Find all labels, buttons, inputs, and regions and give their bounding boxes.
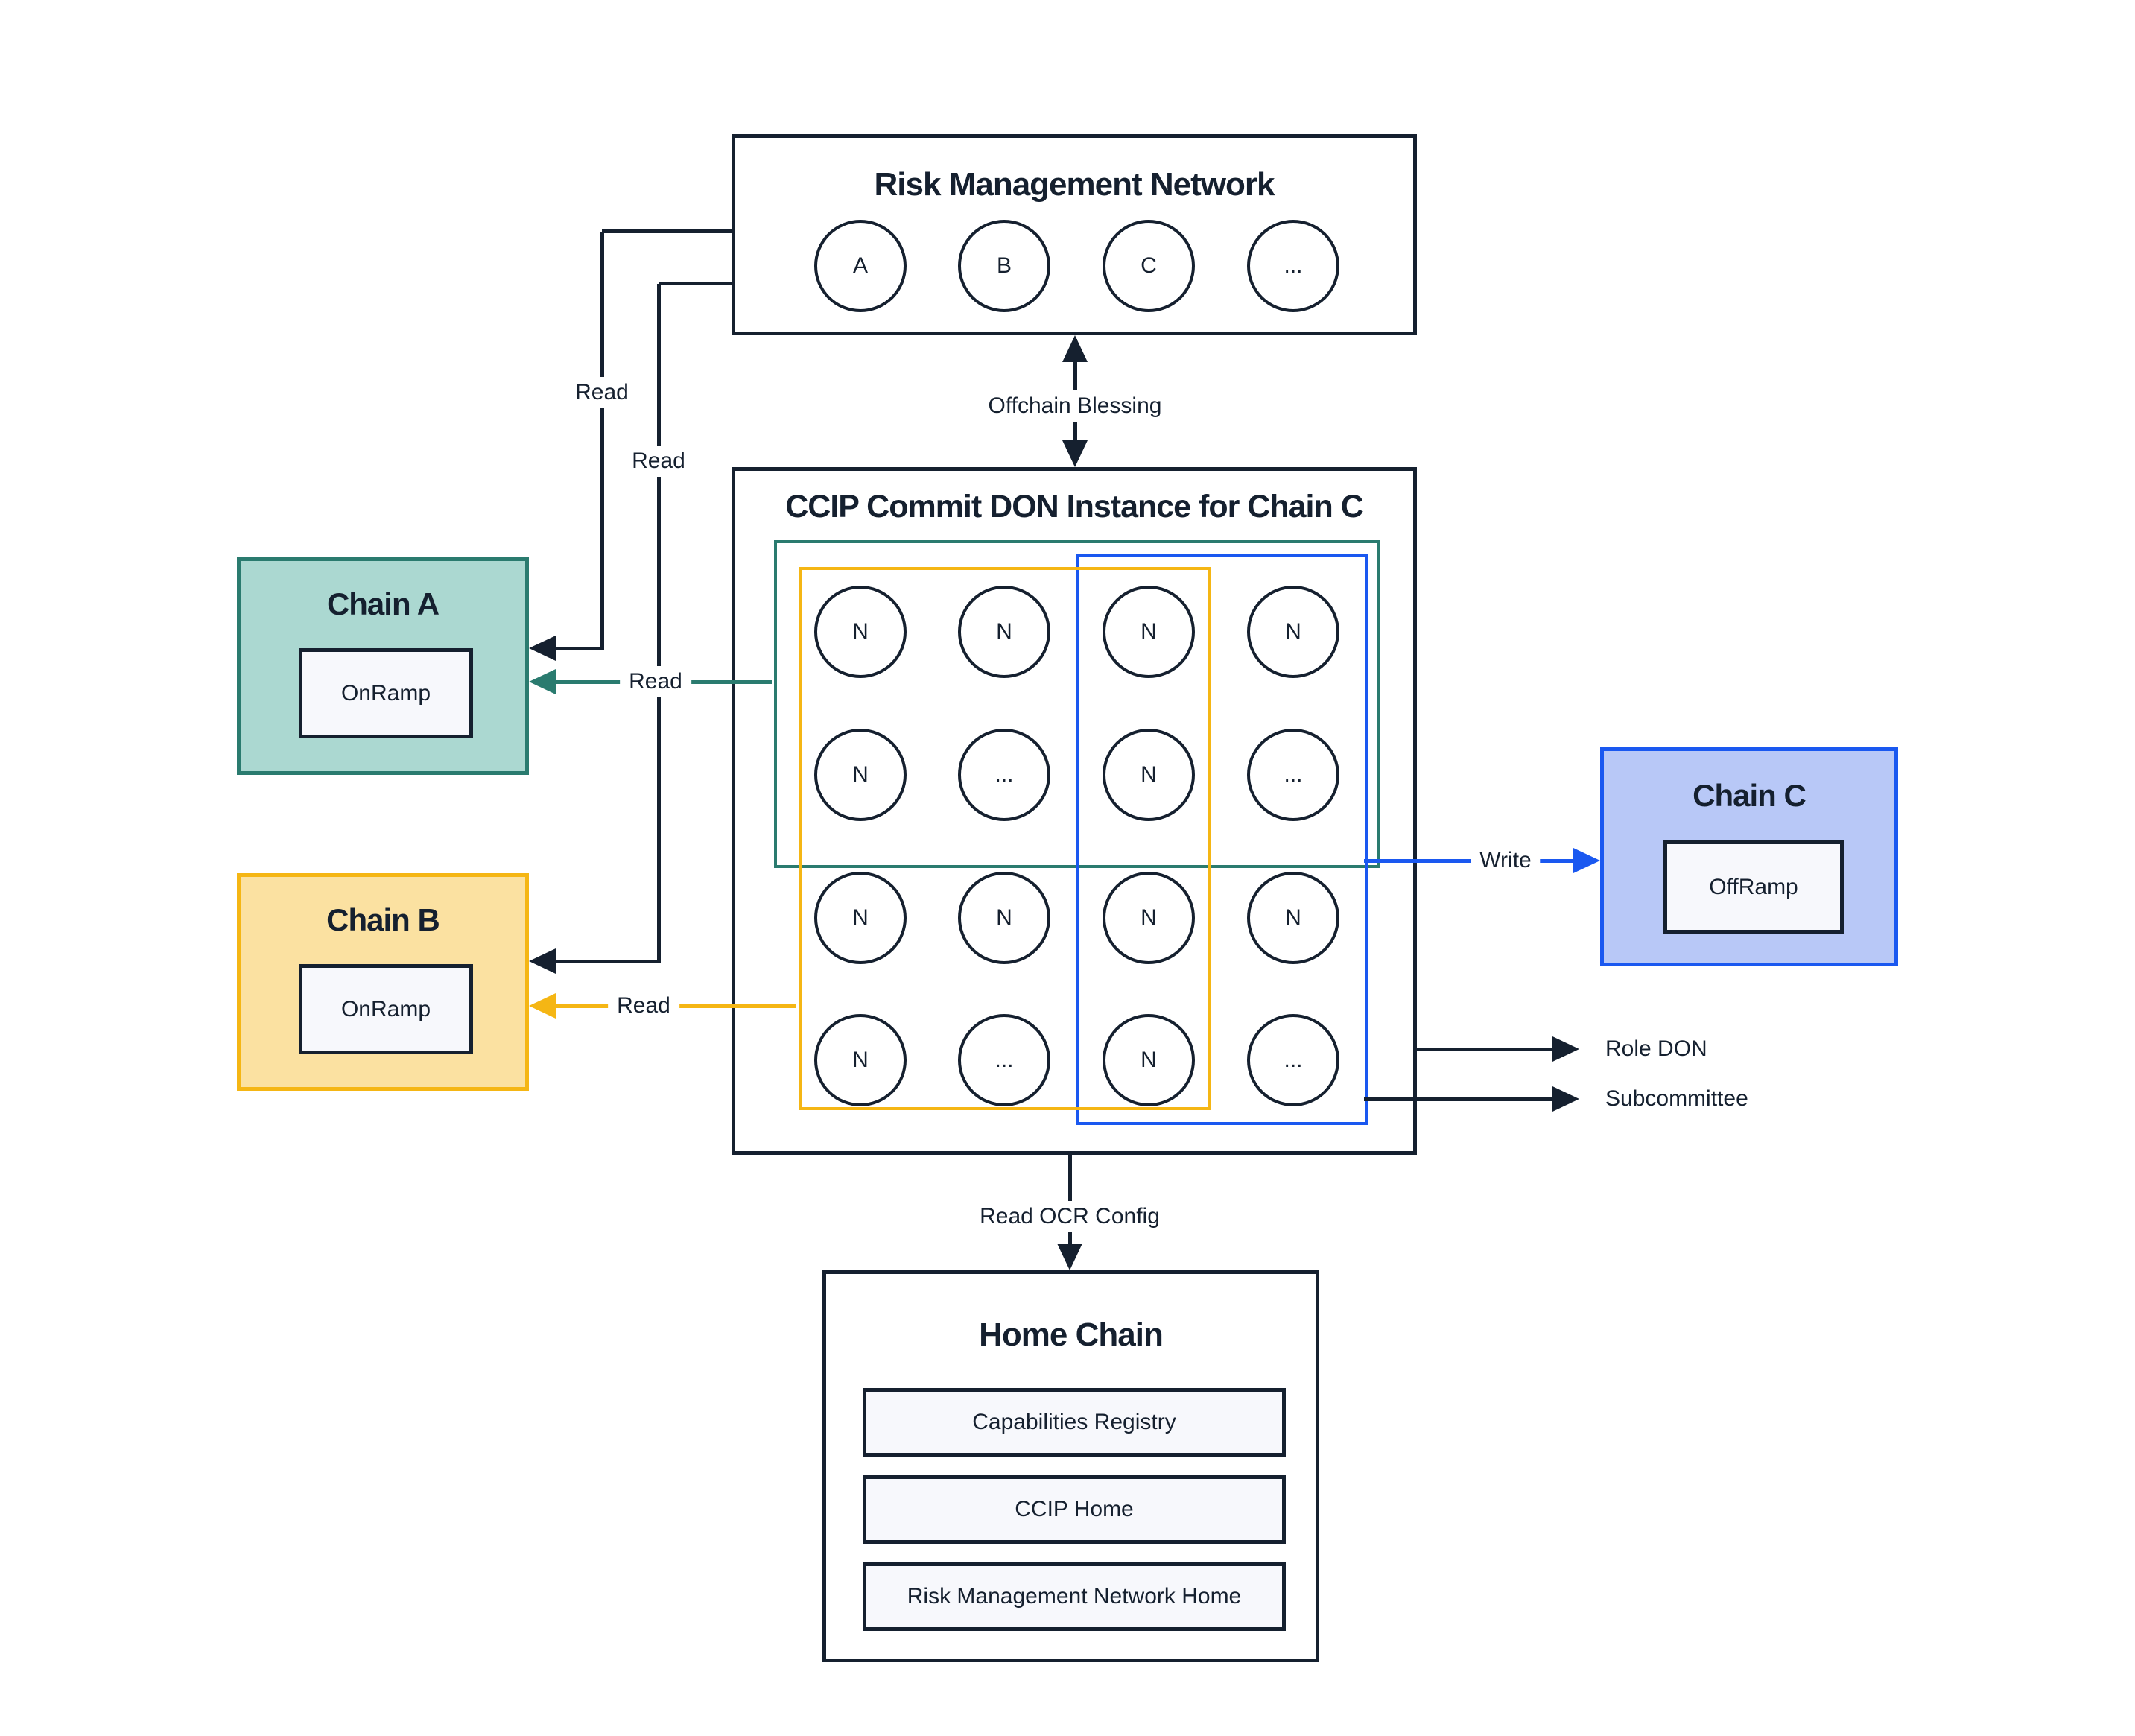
read-label-rmn-to-chain-a: Read <box>566 377 638 408</box>
chain-a-title: Chain A <box>326 586 440 621</box>
read-arrow-don-to-chain-a-arrowhead-icon <box>529 669 556 694</box>
don-overlay-blue-subcommittee <box>1076 554 1368 1125</box>
risk-management-network-box: Risk Management Network A B C ... <box>732 134 1417 335</box>
don-node-r1c1: N <box>814 586 907 678</box>
don-node-r4c4: ... <box>1247 1014 1339 1106</box>
read-arrow-rmn-to-chain-a-h1 <box>602 229 733 233</box>
read-label-rmn-to-chain-b: Read <box>623 446 694 477</box>
chain-b-onramp-box: OnRamp <box>299 964 473 1054</box>
capabilities-registry-box: Capabilities Registry <box>863 1388 1286 1457</box>
read-arrow-rmn-to-chain-b-h2 <box>551 960 660 963</box>
subcommittee-arrowhead-icon <box>1552 1086 1579 1112</box>
offchain-blessing-arrowhead-up-icon <box>1062 335 1088 362</box>
rmn-node-b: B <box>958 220 1050 312</box>
don-node-r4c3: N <box>1103 1014 1195 1106</box>
chain-c-title: Chain C <box>1693 778 1806 813</box>
don-node-r2c4: ... <box>1247 729 1339 821</box>
write-arrowhead-icon <box>1573 848 1600 873</box>
don-node-r4c2: ... <box>958 1014 1050 1106</box>
write-arrow-don-to-chain-c <box>1364 859 1576 863</box>
don-overlay-yellow-chain-b-readers <box>799 567 1211 1110</box>
role-don-arrow <box>1414 1048 1555 1051</box>
read-label-don-to-chain-a: Read <box>620 666 691 697</box>
chain-b-title: Chain B <box>326 902 440 937</box>
chain-b-box: Chain B OnRamp <box>237 873 529 1091</box>
read-arrow-rmn-to-chain-a-arrowhead-icon <box>529 636 556 661</box>
rmn-node-c: C <box>1103 220 1195 312</box>
subcommittee-label: Subcommittee <box>1605 1086 1748 1111</box>
read-ocr-config-label: Read OCR Config <box>971 1201 1169 1232</box>
chain-a-onramp-box: OnRamp <box>299 648 473 738</box>
home-chain-box: Home Chain Capabilities Registry CCIP Ho… <box>822 1270 1319 1662</box>
don-node-r1c4: N <box>1247 586 1339 678</box>
role-don-label: Role DON <box>1605 1036 1707 1061</box>
subcommittee-arrow <box>1364 1097 1555 1101</box>
read-arrow-rmn-to-chain-b-v <box>657 284 661 963</box>
offchain-blessing-arrowhead-down-icon <box>1062 440 1088 467</box>
don-node-r3c2: N <box>958 872 1050 964</box>
read-arrow-rmn-to-chain-a-v <box>600 232 604 650</box>
read-label-don-to-chain-b: Read <box>608 990 679 1021</box>
write-label: Write <box>1471 845 1541 876</box>
don-node-r1c3: N <box>1103 586 1195 678</box>
don-node-r3c1: N <box>814 872 907 964</box>
chain-c-offramp-box: OffRamp <box>1663 840 1844 934</box>
don-node-r3c4: N <box>1247 872 1339 964</box>
rmn-node-more: ... <box>1247 220 1339 312</box>
don-node-r1c2: N <box>958 586 1050 678</box>
ccip-home-box: CCIP Home <box>863 1475 1286 1544</box>
role-don-arrowhead-icon <box>1552 1036 1579 1062</box>
read-arrow-rmn-to-chain-a-h2 <box>551 647 603 650</box>
chain-c-box: Chain C OffRamp <box>1600 747 1898 966</box>
home-chain-title: Home Chain <box>979 1317 1164 1353</box>
don-node-r2c3: N <box>1103 729 1195 821</box>
read-ocr-config-arrowhead-icon <box>1057 1244 1082 1270</box>
commit-don-title: CCIP Commit DON Instance for Chain C <box>785 489 1364 525</box>
don-node-r3c3: N <box>1103 872 1195 964</box>
read-arrow-rmn-to-chain-b-h1 <box>659 282 732 285</box>
read-arrow-don-to-chain-b-arrowhead-icon <box>529 993 556 1019</box>
don-node-r2c1: N <box>814 729 907 821</box>
chain-a-box: Chain A OnRamp <box>237 557 529 775</box>
don-node-r4c1: N <box>814 1014 907 1106</box>
don-node-r2c2: ... <box>958 729 1050 821</box>
rmn-node-a: A <box>814 220 907 312</box>
risk-management-network-title: Risk Management Network <box>874 166 1275 203</box>
offchain-blessing-label: Offchain Blessing <box>979 390 1171 422</box>
commit-don-box: CCIP Commit DON Instance for Chain C N N… <box>732 467 1417 1155</box>
read-arrow-rmn-to-chain-b-arrowhead-icon <box>529 948 556 974</box>
risk-management-network-home-box: Risk Management Network Home <box>863 1562 1286 1631</box>
